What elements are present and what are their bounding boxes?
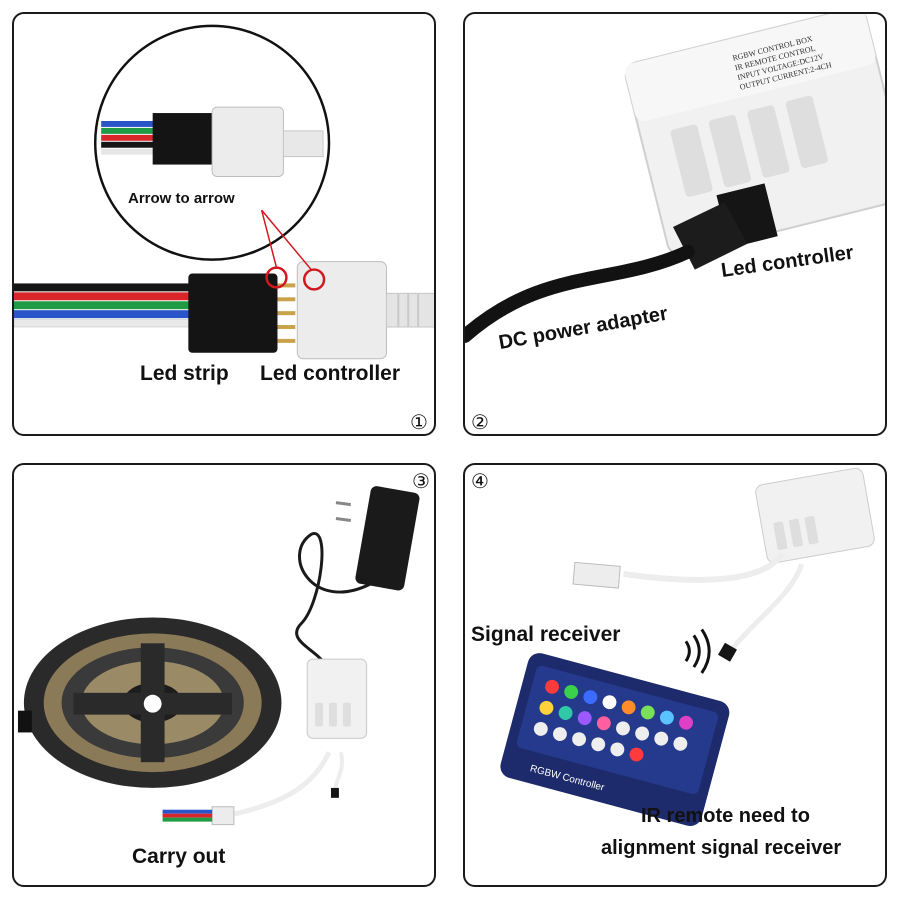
panel-number-4: ④ [471, 471, 489, 493]
panel-number-2: ② [471, 412, 489, 434]
panel-number-3: ③ [412, 471, 430, 493]
ir-receiver [718, 642, 737, 662]
panel-number-1: ① [410, 412, 428, 434]
strip-wire-tail [17, 710, 213, 822]
strip-connector [188, 273, 278, 353]
controller-cable [385, 292, 434, 328]
dc-cable [465, 244, 695, 343]
strip-arrow-marker [265, 266, 288, 289]
complete-kit-illustration [17, 486, 420, 826]
rgbw-wire-bundle [14, 283, 193, 328]
strip-to-controller-illustration [14, 24, 434, 360]
signal-receiver-label: Signal receiver [471, 623, 621, 646]
controller-arrow-marker [302, 268, 326, 291]
arrow-to-arrow-label: Arrow to arrow [128, 190, 235, 207]
magnified-wires [101, 106, 324, 177]
remote-and-receiver-illustration: RGBW Controller [500, 467, 875, 826]
controller-box-4 [755, 467, 875, 564]
controller-box [306, 658, 368, 739]
callout-line-strip [260, 209, 278, 268]
ir-remote-note-line-2: alignment signal receiver [601, 837, 842, 859]
connector-pins [277, 283, 296, 343]
controller-output-cable [221, 751, 332, 820]
panel-2-power: RGBW CONTROL BOX IR REMOTE CONTROL INPUT… [463, 12, 887, 436]
power-adapter [295, 486, 420, 674]
ir-remote: RGBW Controller [500, 653, 730, 826]
signal-wave-icon [684, 628, 711, 674]
carry-out-label: Carry out [132, 845, 226, 868]
controller-cable-4 [623, 552, 785, 583]
receiver-cable [730, 563, 805, 650]
panel-1-connection: Arrow to arrow Led strip Led controller … [12, 12, 436, 436]
control-box [624, 14, 885, 256]
panel-4-remote: RGBW Controller Signal receiver IR remot… [463, 463, 887, 887]
panel-3-complete-kit: Carry out ③ [12, 463, 436, 887]
led-strip-label: Led strip [140, 362, 229, 385]
led-strip-reel [23, 617, 282, 788]
power-adapter-illustration [465, 14, 885, 343]
callout-line-controller [261, 209, 312, 271]
led-controller-label: Led controller [260, 362, 401, 385]
ir-remote-note-line-1: IR remote need to [641, 805, 810, 827]
controller-plug [296, 261, 387, 360]
